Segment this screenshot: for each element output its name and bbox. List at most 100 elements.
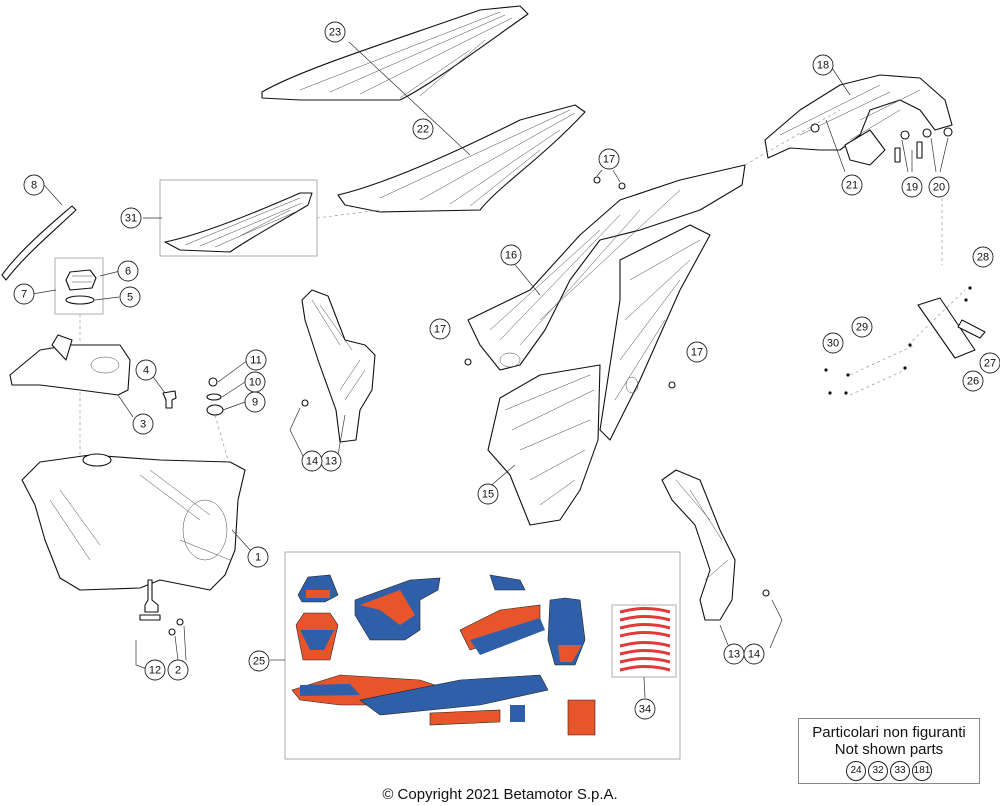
- callout-circle: [245, 349, 267, 371]
- callout-c14a: 14: [301, 450, 323, 472]
- decal-kit-25: [291, 574, 596, 736]
- callout-circle: [500, 244, 522, 266]
- callout-circle: [135, 359, 157, 381]
- rear-side-panel-16: [467, 164, 746, 441]
- callout-c34: 34: [634, 698, 656, 720]
- not-shown-ref: 32: [868, 761, 888, 781]
- callout-c23: 23: [324, 21, 346, 43]
- callout-circle: [634, 698, 656, 720]
- callout-label: 5: [127, 292, 133, 304]
- cap-gasket-5: [65, 295, 95, 305]
- callout-c10: 10: [244, 371, 266, 393]
- callout-c22: 22: [412, 118, 434, 140]
- fuel-tap-12: [139, 579, 161, 621]
- callout-label: 4: [143, 365, 149, 377]
- callout-label: 34: [639, 704, 651, 716]
- rear-fender-18: [764, 74, 953, 166]
- not-shown-parts-box: Particolari non figuranti Not shown part…: [798, 718, 980, 784]
- callout-label: 25: [253, 656, 265, 668]
- callout-c16: 16: [500, 244, 522, 266]
- plate-holder-26: [917, 297, 986, 359]
- callout-label: 1: [255, 552, 261, 564]
- callout-c13b: 13: [723, 643, 745, 665]
- callout-circle: [962, 370, 984, 392]
- callout-label: 13: [728, 649, 740, 661]
- decal-kit-box: [284, 551, 681, 760]
- callout-label: 13: [325, 456, 337, 468]
- callout-circle: [822, 332, 844, 354]
- callout-c31: 31: [120, 207, 142, 229]
- callout-c8: 8: [23, 174, 45, 196]
- callout-circle: [928, 176, 950, 198]
- callout-c25: 25: [248, 650, 270, 672]
- callout-circle: [248, 650, 270, 672]
- callout-circle: [23, 174, 45, 196]
- callout-label: 10: [249, 377, 261, 389]
- callout-circle: [743, 643, 765, 665]
- callout-circle: [412, 118, 434, 140]
- not-shown-refs: 24 32 33 181: [799, 761, 979, 781]
- callout-label: 14: [306, 456, 318, 468]
- callout-circle: [812, 54, 834, 76]
- callout-circle: [167, 659, 189, 681]
- not-shown-title-en: Not shown parts: [834, 741, 944, 758]
- not-shown-ref: 33: [890, 761, 910, 781]
- callout-label: 17: [691, 347, 703, 359]
- callout-c27: 27: [979, 352, 1000, 374]
- callout-label: 11: [250, 355, 261, 367]
- callout-label: 6: [125, 266, 131, 278]
- callout-c17b: 17: [429, 318, 451, 340]
- fuel-breather-hose-8: [1, 205, 77, 281]
- fuel-tank-1: [21, 453, 246, 591]
- radiator-guard-left: [301, 289, 376, 443]
- callout-c13a: 13: [320, 450, 342, 472]
- callout-label: 26: [967, 376, 979, 388]
- plate-hardware: [824, 286, 972, 396]
- callout-circle: [841, 174, 863, 196]
- callout-c12: 12: [144, 659, 166, 681]
- callout-c19: 19: [901, 176, 923, 198]
- callout-circle: [979, 352, 1000, 374]
- callout-c3: 3: [132, 413, 154, 435]
- callout-circle: [244, 371, 266, 393]
- callout-circle: [598, 148, 620, 170]
- callout-c30: 30: [822, 332, 844, 354]
- callout-c26: 26: [962, 370, 984, 392]
- callout-label: 19: [906, 182, 918, 194]
- callout-label: 22: [417, 124, 429, 136]
- callout-label: 20: [933, 182, 945, 194]
- callout-label: 29: [856, 322, 868, 334]
- callout-circle: [117, 260, 139, 282]
- callout-circle: [13, 283, 35, 305]
- callout-circle: [247, 546, 269, 568]
- callout-circle: [901, 176, 923, 198]
- callout-circle: [324, 21, 346, 43]
- callout-label: 17: [434, 324, 446, 336]
- radiator-guard-right: [661, 469, 736, 621]
- callout-label: 9: [252, 397, 258, 409]
- callout-c6: 6: [117, 260, 139, 282]
- callout-c17c: 17: [686, 341, 708, 363]
- seat-22: [337, 104, 586, 213]
- callout-label: 30: [827, 338, 839, 350]
- callout-c11: 11: [245, 349, 267, 371]
- callout-c14b: 14: [743, 643, 765, 665]
- seat-23: [261, 5, 529, 101]
- callout-circle: [477, 483, 499, 505]
- callout-label: 23: [329, 27, 341, 39]
- callout-label: 7: [21, 289, 27, 301]
- callout-label: 28: [977, 252, 989, 264]
- callout-circle: [301, 450, 323, 472]
- callout-circle: [686, 341, 708, 363]
- callout-label: 27: [984, 358, 996, 370]
- callout-c1: 1: [247, 546, 269, 568]
- not-shown-ref: 24: [846, 761, 866, 781]
- callout-c2: 2: [167, 659, 189, 681]
- callout-circle: [851, 316, 873, 338]
- callout-c9: 9: [244, 391, 266, 413]
- callout-circle: [119, 286, 141, 308]
- callout-label: 3: [140, 419, 146, 431]
- callout-c29: 29: [851, 316, 873, 338]
- callout-c18: 18: [812, 54, 834, 76]
